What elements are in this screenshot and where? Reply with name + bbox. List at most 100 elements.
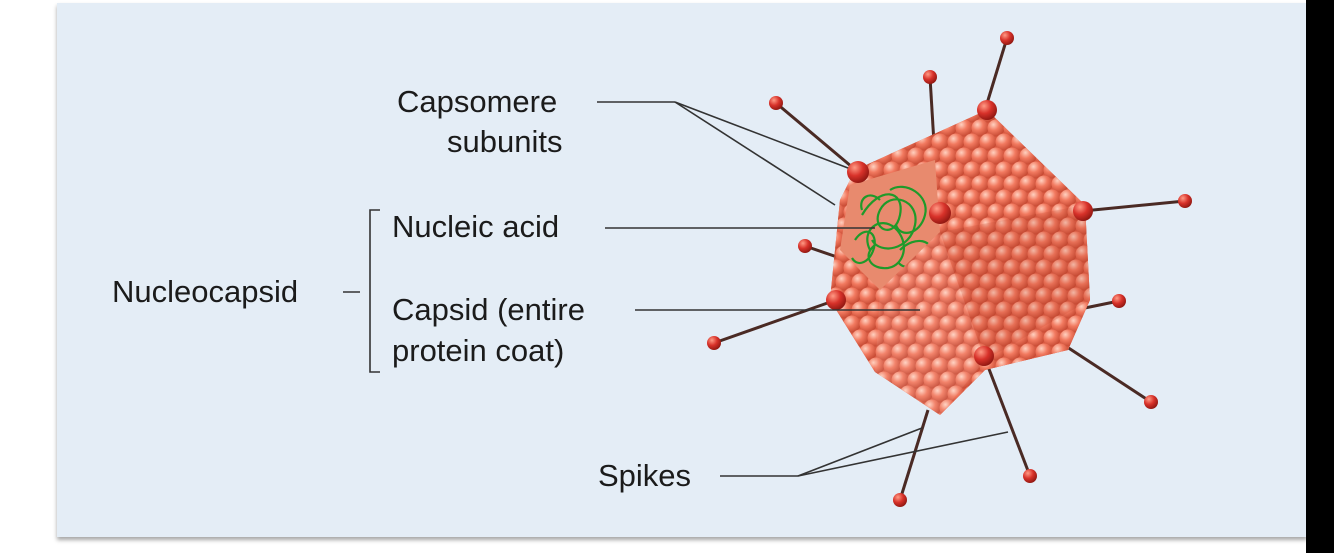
capsomere-subunit — [923, 315, 941, 333]
capsomere-subunit — [1019, 231, 1037, 249]
capsomere-subunit — [1003, 147, 1021, 165]
capsomere-subunit — [1092, 246, 1109, 263]
capsomere-subunit — [835, 110, 853, 123]
capsomere-subunit — [963, 385, 981, 403]
capsomere-subunit — [1051, 119, 1069, 137]
capsomere-subunit — [892, 92, 909, 109]
capsomere-subunit — [1083, 119, 1090, 137]
capsomere-subunit — [939, 231, 957, 249]
capsomere-subunit — [1011, 329, 1029, 347]
capsomere-subunit — [931, 245, 949, 263]
capsomere-subunit — [891, 287, 909, 305]
capsomere-subunit — [915, 357, 933, 375]
capsomere-subunit — [1043, 110, 1061, 123]
capsomere-subunit — [1043, 273, 1061, 291]
capsomere-subunit — [956, 92, 973, 109]
capsomere-subunit — [891, 343, 909, 361]
capsomere-subunit — [1020, 92, 1037, 109]
capsomere-subunit — [1019, 259, 1037, 277]
capsomere-subunit — [812, 316, 829, 333]
capsomere-subunit — [1035, 371, 1053, 389]
spike-shaft — [1063, 343, 1152, 404]
capsomere-subunit — [843, 119, 861, 137]
capsomere-subunit — [1043, 301, 1061, 319]
capsomere-subunit — [1059, 357, 1077, 375]
capsomere-subunit — [851, 273, 869, 291]
spike-shaft — [983, 37, 1009, 111]
capsomere-subunit — [859, 119, 877, 137]
capsomere-subunit — [812, 372, 829, 389]
spike-tip — [1000, 31, 1014, 45]
capsomere-subunit — [1019, 343, 1037, 361]
capsomere-subunit — [883, 110, 901, 123]
capsomere-leader — [674, 101, 849, 169]
capsomere-subunit — [835, 357, 853, 375]
capsomere-subunit — [1084, 92, 1101, 109]
capsomere-subunit — [971, 315, 989, 333]
capsomere-subunit — [987, 231, 1005, 249]
capsomere-subunit — [995, 189, 1013, 207]
capsomere-subunit — [843, 371, 861, 389]
capsomere-subunit — [995, 110, 1013, 123]
capsomere-subunit — [835, 385, 853, 403]
label-capsid-line2: protein coat) — [392, 333, 565, 368]
capsomere-subunit — [891, 371, 909, 389]
capsomere-subunit — [867, 385, 885, 403]
capsomere-subunit — [1059, 133, 1077, 151]
capsomere-subunit — [1092, 330, 1109, 347]
capsomere-subunit — [1083, 315, 1090, 333]
capsomere-subunit — [1059, 189, 1077, 207]
capsomere-subunit — [1035, 175, 1053, 193]
capsomere-subunit — [931, 385, 949, 403]
capsomere-subunit — [971, 147, 989, 165]
spike-shaft — [982, 355, 1032, 477]
capsomere-subunit — [1003, 203, 1021, 221]
capsomere-subunit — [1027, 329, 1045, 347]
capsomere-subunit — [987, 147, 1005, 165]
capsomere-subunit — [843, 287, 861, 305]
capsomere-subunit — [995, 273, 1013, 291]
label-nucleocapsid: Nucleocapsid — [112, 274, 299, 309]
capsomere-subunit — [1019, 119, 1037, 137]
vertex-capsomere — [847, 161, 869, 183]
capsomere-subunit — [1035, 119, 1053, 137]
capsomere-subunit — [939, 259, 957, 277]
capsomere-subunit — [1035, 231, 1053, 249]
capsomere-subunit — [828, 92, 845, 109]
capsomere-subunit — [939, 287, 957, 305]
capsomere-subunit — [923, 343, 941, 361]
capsomere-subunit — [979, 273, 997, 291]
capsomere-subunit — [1027, 110, 1045, 123]
capsomere-subunit — [867, 133, 885, 151]
capsomere-subunit — [1067, 371, 1085, 389]
capsomere-subunit — [971, 203, 989, 221]
label-subunits: subunits — [447, 124, 563, 159]
capsomere-subunit — [812, 204, 829, 221]
capsomere-subunit — [987, 287, 1005, 305]
capsomere-subunit — [835, 133, 853, 151]
capsomere-subunit — [1075, 413, 1090, 415]
capsomere-subunit — [931, 273, 949, 291]
capsomere-subunit — [1035, 287, 1053, 305]
capsomere-subunit — [1004, 92, 1021, 109]
capsomere-subunit — [1027, 413, 1045, 415]
capsomere-subunit — [830, 399, 845, 415]
capsomere-subunit — [1011, 273, 1029, 291]
capsomere-subunit — [1052, 92, 1069, 109]
capsomere-subunit — [830, 119, 845, 137]
capsomere-subunit — [812, 288, 829, 305]
capsomere-subunit — [995, 301, 1013, 319]
capsomere-subunit — [979, 133, 997, 151]
capsomere-subunit — [939, 175, 957, 193]
label-capsid-line1: Capsid (entire — [392, 292, 585, 327]
capsomere-subunit — [1051, 371, 1069, 389]
capsomere-subunit — [1043, 217, 1061, 235]
capsomere-subunit — [1003, 315, 1021, 333]
capsomere-subunit — [1035, 315, 1053, 333]
capsomere-subunit — [851, 133, 869, 151]
capsomere-subunit — [915, 110, 933, 123]
capsomere-subunit — [1019, 371, 1037, 389]
capsomere-subunit — [1059, 217, 1077, 235]
capsomere-subunit — [1011, 413, 1029, 415]
